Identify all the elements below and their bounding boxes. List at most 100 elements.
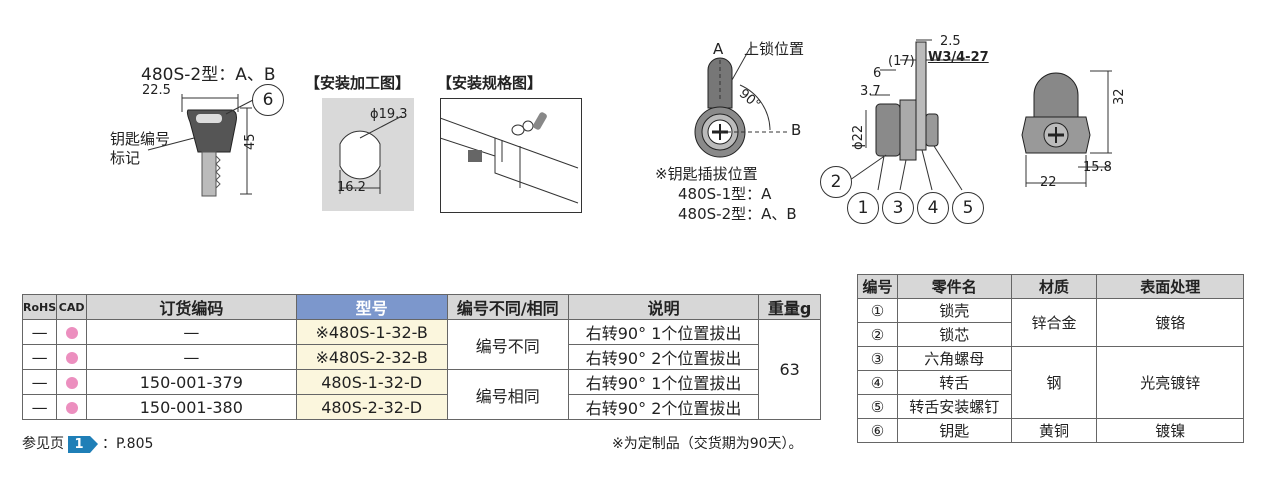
key-dim-width: 22.5 xyxy=(142,83,171,98)
key-position-note-1: 480S-1型：A xyxy=(678,185,772,203)
finish-cell: 镀镍 xyxy=(1096,418,1244,443)
code-cell: 150-001-379 xyxy=(86,369,297,395)
parts-header-finish: 表面处理 xyxy=(1096,274,1244,299)
order-header-rohs: RoHS xyxy=(21,294,58,320)
desc-cell: 右转90° 2个位置拔出 xyxy=(567,394,760,420)
callout-6: 6 xyxy=(252,84,284,116)
key-position-note-title: ※钥匙插拔位置 xyxy=(655,165,758,183)
cad-cell[interactable] xyxy=(56,319,88,345)
front-label-a: A xyxy=(713,40,724,58)
parts-table: 编号 零件名 材质 表面处理 ① 锁壳 锌合金 镀铬 ② 锁芯 ③ 六角螺母 钢… xyxy=(857,274,1244,443)
cad-dot-icon[interactable] xyxy=(65,402,78,414)
cad-dot-icon[interactable] xyxy=(65,377,78,389)
cad-dot-icon[interactable] xyxy=(65,327,78,339)
order-header-weight: 重量g xyxy=(758,294,821,320)
part-name-cell: 锁芯 xyxy=(896,322,1012,347)
parts-header-row: 编号 零件名 材质 表面处理 xyxy=(857,274,1244,299)
callout-4: 4 xyxy=(917,192,949,224)
order-header-code: 订货编码 xyxy=(86,294,297,320)
part-name-cell: 转舌 xyxy=(896,370,1012,395)
order-header-cad: CAD xyxy=(56,294,88,320)
desc-cell: 右转90° 1个位置拔出 xyxy=(567,319,760,345)
machining-dim-flat: 16.2 xyxy=(337,180,366,195)
machining-dim-dia: ϕ19.3 xyxy=(370,107,408,122)
order-header-model: 型号 xyxy=(295,294,448,320)
part-name-cell: 六角螺母 xyxy=(896,346,1012,371)
model-cell: 480S-1-32-D xyxy=(295,369,448,395)
callout-1: 1 xyxy=(847,192,879,224)
key-position-note-2: 480S-2型：A、B xyxy=(678,205,797,223)
front-label-b: B xyxy=(791,121,802,139)
table-row: — — ※480S-2-32-B 右转90° 2个位置拔出 xyxy=(21,344,821,370)
desc-cell: 右转90° 1个位置拔出 xyxy=(567,369,760,395)
side-view-drawing xyxy=(849,39,970,191)
material-cell: 锌合金 xyxy=(1010,298,1098,347)
table-row: ② 锁芯 xyxy=(857,322,1244,347)
callout-5: 5 xyxy=(952,192,984,224)
table-row: — — ※480S-1-32-B 编号不同 右转90° 1个位置拔出 63 xyxy=(21,319,821,420)
page-reference-prefix: 参见页 xyxy=(22,436,64,452)
parts-header-material: 材质 xyxy=(1010,274,1098,299)
cad-dot-icon[interactable] xyxy=(65,352,78,364)
install-machining-title: 【安装加工图】 xyxy=(305,74,411,92)
part-no-cell: ④ xyxy=(857,370,898,395)
rohs-cell: — xyxy=(21,369,58,395)
part-name-cell: 转舌安装螺钉 xyxy=(896,394,1012,419)
number-group-cell: 编号相同 xyxy=(446,369,569,420)
side-thread: W3/4-27 xyxy=(928,50,989,65)
spec-drawing xyxy=(440,98,582,213)
back-dim-32: 32 xyxy=(1112,88,1127,105)
finish-cell: 光亮镀锌 xyxy=(1096,346,1244,419)
side-dim-2-5: 2.5 xyxy=(940,34,961,49)
parts-header-name: 零件名 xyxy=(896,274,1012,299)
page-reference-badge[interactable]: 1 xyxy=(68,435,90,453)
key-mark-label: 钥匙编号 标记 xyxy=(110,130,171,167)
order-header-row: RoHS CAD 订货编码 型号 编号不同/相同 说明 重量g xyxy=(21,294,821,320)
machining-drawing xyxy=(322,98,414,211)
page-reference[interactable]: 参见页 1 ：P.805 xyxy=(22,433,153,453)
side-dim-22: ϕ22 xyxy=(851,124,866,150)
model-cell: ※480S-1-32-B xyxy=(295,319,448,345)
model-cell: ※480S-2-32-B xyxy=(295,344,448,370)
rohs-cell: — xyxy=(21,394,58,420)
model-cell: 480S-2-32-D xyxy=(295,394,448,420)
back-dim-15-8: 15.8 xyxy=(1083,160,1112,175)
front-label-lock-position: 上锁位置 xyxy=(744,40,805,58)
parts-header-no: 编号 xyxy=(857,274,898,299)
custom-order-note: ※为定制品（交货期为90天）。 xyxy=(612,436,803,452)
part-no-cell: ① xyxy=(857,298,898,323)
code-cell: — xyxy=(86,344,297,370)
callout-2: 2 xyxy=(820,166,852,198)
back-view-drawing xyxy=(1021,70,1112,187)
part-name-cell: 锁壳 xyxy=(896,298,1012,323)
order-table: RoHS CAD 订货编码 型号 编号不同/相同 说明 重量g — — ※480… xyxy=(21,294,821,420)
material-cell: 钢 xyxy=(1010,346,1098,419)
table-row: ⑤ 转舌安装螺钉 xyxy=(857,394,1244,419)
order-header-number: 编号不同/相同 xyxy=(446,294,569,320)
table-row: ③ 六角螺母 钢 光亮镀锌 xyxy=(857,346,1244,419)
side-dim-17: (17) xyxy=(888,54,915,69)
material-cell: 黄铜 xyxy=(1010,418,1098,443)
weight-cell: 63 xyxy=(758,319,821,420)
part-no-cell: ③ xyxy=(857,346,898,371)
table-row: ① 锁壳 锌合金 镀铬 xyxy=(857,298,1244,347)
cad-cell[interactable] xyxy=(56,394,88,420)
part-no-cell: ② xyxy=(857,322,898,347)
callout-3: 3 xyxy=(882,192,914,224)
install-spec-title: 【安装规格图】 xyxy=(437,74,543,92)
side-dim-6: 6 xyxy=(873,66,882,81)
back-dim-22: 22 xyxy=(1040,175,1057,190)
key-model-label: 480S-2型：A、B xyxy=(141,65,276,85)
page-reference-page: ：P.805 xyxy=(101,436,154,452)
table-row: — 150-001-379 480S-1-32-D 编号相同 右转90° 1个位… xyxy=(21,369,821,420)
code-cell: — xyxy=(86,319,297,345)
arrow-right-icon xyxy=(89,435,98,453)
table-row: ④ 转舌 xyxy=(857,370,1244,395)
code-cell: 150-001-380 xyxy=(86,394,297,420)
rohs-cell: — xyxy=(21,319,58,345)
rohs-cell: — xyxy=(21,344,58,370)
order-header-desc: 说明 xyxy=(567,294,760,320)
cad-cell[interactable] xyxy=(56,369,88,395)
cad-cell[interactable] xyxy=(56,344,88,370)
desc-cell: 右转90° 2个位置拔出 xyxy=(567,344,760,370)
